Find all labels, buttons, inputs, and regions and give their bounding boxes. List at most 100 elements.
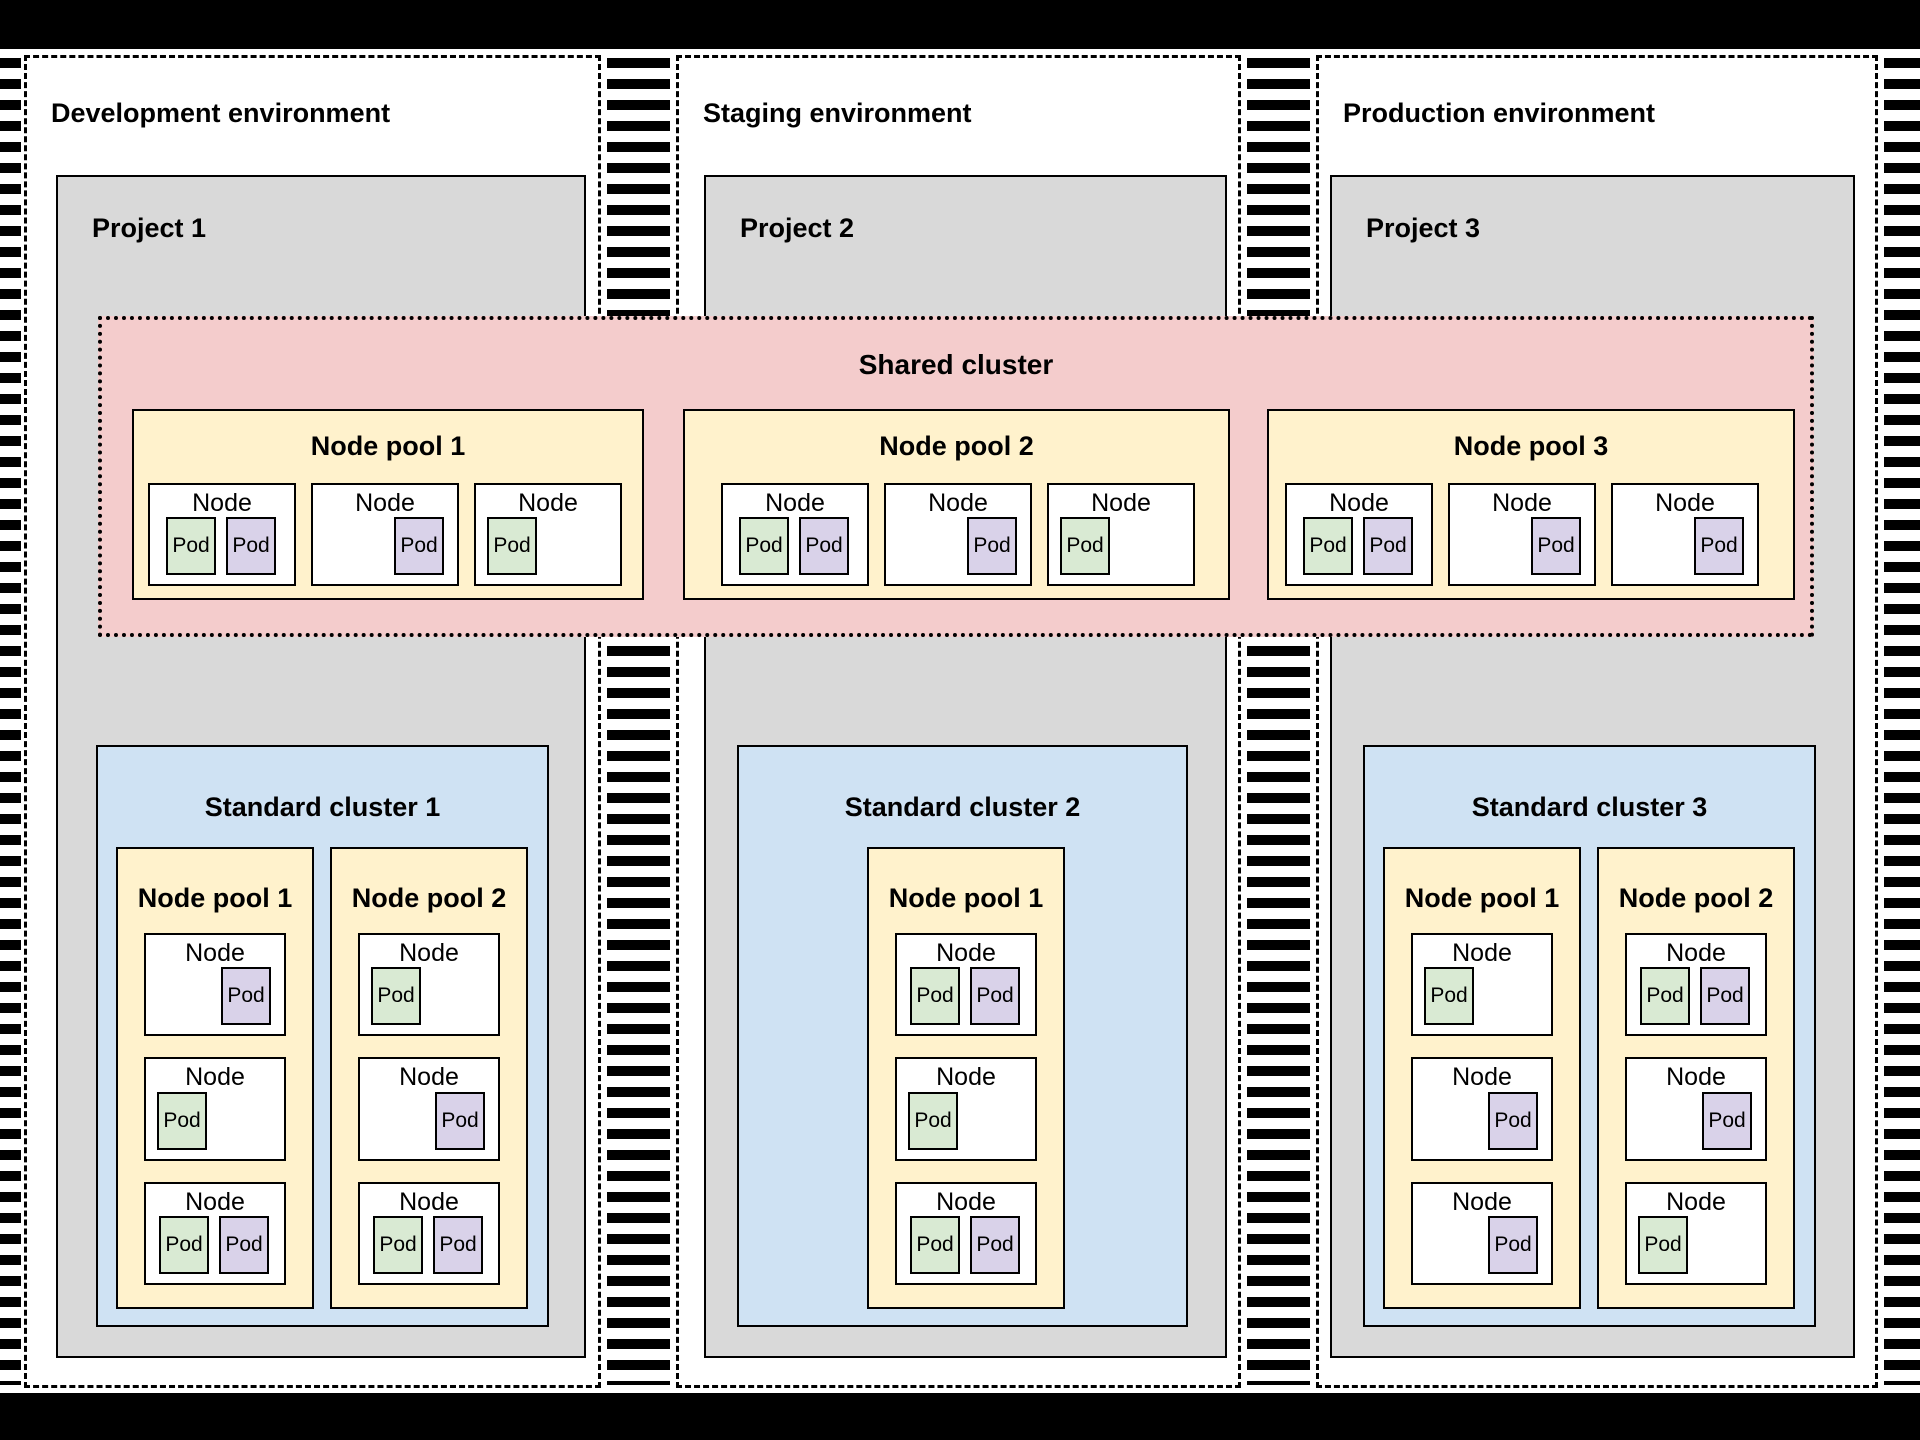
pod-row: Pod	[1638, 1091, 1752, 1150]
pod-purple: Pod	[1702, 1091, 1752, 1150]
pod-row: Pod	[1638, 1215, 1752, 1274]
node-label: Node	[399, 1187, 459, 1216]
node-label: Node	[936, 1063, 996, 1092]
environment-production: Production environment	[1316, 55, 1878, 1388]
pod-green: Pod	[373, 1215, 423, 1274]
pod-row: Pod	[1424, 1091, 1538, 1150]
pod-green: Pod	[908, 1091, 958, 1150]
pod-purple: Pod	[1363, 517, 1413, 575]
node-label: Node	[399, 1063, 459, 1092]
node-label: Node	[1452, 1063, 1512, 1092]
pod-green: Pod	[166, 517, 216, 575]
project-title: Project 1	[92, 213, 207, 243]
node-label: Node	[399, 939, 459, 967]
standard-cluster-title: Standard cluster 1	[204, 792, 441, 822]
node-label: Node	[928, 489, 988, 517]
pod-purple: Pod	[970, 967, 1020, 1026]
pod-purple: Pod	[967, 517, 1017, 575]
node-label: Node	[1091, 489, 1151, 517]
pod-purple: Pod	[226, 517, 276, 575]
hatch-band-right-edge	[1884, 58, 1920, 1385]
node-pool-title: Node pool 3	[1453, 431, 1609, 461]
hatch-band-left-edge	[0, 58, 21, 1385]
node-label: Node	[185, 939, 245, 967]
pod-purple: Pod	[1694, 517, 1744, 575]
node-pool-title: Node pool 1	[1404, 883, 1560, 913]
node-label: Node	[1666, 1187, 1726, 1216]
pod-row: Pod	[1060, 517, 1180, 575]
pod-row: Pod	[1461, 517, 1581, 575]
node-label: Node	[1666, 1063, 1726, 1092]
node-label: Node	[185, 1063, 245, 1092]
pod-row: Pod	[1424, 967, 1538, 1026]
pod-green: Pod	[739, 517, 789, 575]
node-pool-title: Node pool 1	[888, 883, 1044, 913]
pod-purple: Pod	[435, 1091, 485, 1150]
pod-green: Pod	[159, 1215, 209, 1274]
pod-green: Pod	[371, 967, 421, 1026]
pod-purple: Pod	[1700, 967, 1750, 1026]
node-label: Node	[1492, 489, 1552, 517]
environment-title: Development environment	[51, 98, 391, 128]
pod-purple: Pod	[1488, 1091, 1538, 1150]
pod-green: Pod	[157, 1091, 207, 1150]
pod-row: Pod	[487, 517, 607, 575]
pod-purple: Pod	[970, 1215, 1020, 1274]
node-label: Node	[1452, 939, 1512, 967]
node-pool-title: Node pool 2	[351, 883, 507, 913]
node-label: Node	[1666, 939, 1726, 967]
pod-row: Pod	[908, 1091, 1022, 1150]
pod-row: Pod	[157, 967, 271, 1026]
pod-purple: Pod	[433, 1215, 483, 1274]
node-pool-title: Node pool 2	[1618, 883, 1774, 913]
node-label: Node	[1655, 489, 1715, 517]
node-label: Node	[185, 1187, 245, 1216]
node-pool-title: Node pool 1	[310, 431, 466, 461]
pod-green: Pod	[910, 1215, 960, 1274]
diagram-canvas: Development environment Staging environm…	[0, 49, 1920, 1393]
environment-development: Development environment	[24, 55, 601, 1388]
environment-staging: Staging environment	[676, 55, 1241, 1388]
pod-purple: Pod	[394, 517, 444, 575]
pod-row: Pod	[1424, 1215, 1538, 1274]
pod-green: Pod	[910, 967, 960, 1026]
pod-green: Pod	[1638, 1215, 1688, 1274]
pod-row: Pod	[1624, 517, 1744, 575]
node-pool-title: Node pool 2	[879, 431, 1034, 461]
node-label: Node	[936, 1187, 996, 1216]
